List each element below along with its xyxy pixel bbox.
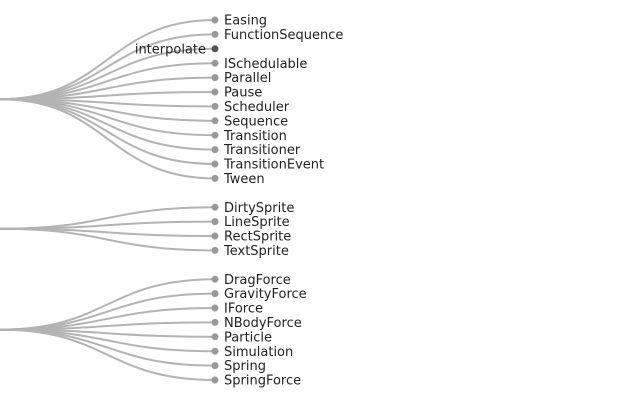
tree-node[interactable]: TransitionEvent	[211, 158, 325, 173]
leaf-node-label[interactable]: SpringForce	[224, 374, 301, 389]
leaf-node-dot[interactable]	[211, 376, 219, 384]
leaf-node-dot[interactable]	[211, 88, 219, 96]
leaf-node-dot[interactable]	[211, 146, 219, 154]
leaf-node-label[interactable]: DirtySprite	[224, 201, 294, 216]
leaf-node-label[interactable]: Particle	[224, 330, 272, 345]
leaf-node-dot[interactable]	[211, 16, 219, 24]
leaf-node-label[interactable]: TransitionEvent	[223, 158, 324, 173]
internal-node-label[interactable]: interpolate	[135, 42, 206, 57]
tree-node[interactable]: Pause	[211, 86, 263, 101]
tree-node[interactable]: IForce	[211, 302, 264, 317]
tree-node[interactable]: Scheduler	[211, 100, 290, 115]
leaf-node-dot[interactable]	[211, 102, 219, 110]
leaf-node-dot[interactable]	[211, 246, 219, 254]
tree-node[interactable]: Tween	[211, 172, 265, 187]
leaf-node-label[interactable]: Simulation	[224, 345, 293, 360]
leaf-node-dot[interactable]	[211, 218, 219, 226]
tree-node[interactable]: NBodyForce	[211, 316, 302, 331]
leaf-node-label[interactable]: Parallel	[224, 71, 271, 86]
leaf-node-label[interactable]: Pause	[224, 86, 262, 101]
leaf-node-dot[interactable]	[211, 117, 219, 125]
tree-node[interactable]: Transitioner	[211, 143, 301, 158]
leaf-node-label[interactable]: RectSprite	[224, 230, 291, 245]
leaf-node-dot[interactable]	[211, 333, 219, 341]
leaf-node-dot[interactable]	[211, 318, 219, 326]
leaf-node-dot[interactable]	[211, 290, 219, 298]
tree-node[interactable]: ISchedulable	[211, 57, 308, 72]
tree-link	[0, 321, 216, 331]
leaf-node-label[interactable]: TextSprite	[223, 244, 289, 259]
leaf-node-label[interactable]: ISchedulable	[224, 57, 307, 72]
tree-link	[0, 98, 216, 137]
leaf-node-label[interactable]: Sequence	[224, 114, 288, 129]
tree-link	[0, 328, 216, 367]
leaf-node-dot[interactable]	[211, 304, 219, 312]
tree-link	[0, 292, 216, 331]
tree-link	[0, 98, 216, 180]
leaf-node-label[interactable]: NBodyForce	[224, 316, 302, 331]
internal-node-dot[interactable]	[211, 45, 219, 53]
leaf-node-label[interactable]: Easing	[224, 14, 267, 29]
tree-node[interactable]: RectSprite	[211, 230, 292, 245]
leaf-node-dot[interactable]	[211, 74, 219, 82]
leaf-node-dot[interactable]	[211, 174, 219, 182]
tree-node[interactable]: SpringForce	[211, 374, 302, 389]
leaf-node-label[interactable]: Tween	[223, 172, 265, 187]
leaf-node-dot[interactable]	[211, 160, 219, 168]
tree-link	[0, 220, 216, 230]
tree-node[interactable]: interpolate	[135, 42, 219, 57]
leaf-node-dot[interactable]	[211, 362, 219, 370]
tree-node[interactable]: Transition	[211, 129, 287, 144]
tree-node[interactable]: GravityForce	[211, 287, 307, 302]
leaf-node-label[interactable]: IForce	[224, 302, 263, 317]
tree-node[interactable]: Sequence	[211, 114, 289, 129]
tree-link	[0, 98, 216, 165]
leaf-node-label[interactable]: LineSprite	[224, 215, 290, 230]
leaf-node-label[interactable]: Transition	[223, 129, 287, 144]
tree-link	[0, 227, 216, 252]
tree-link	[0, 328, 216, 381]
tree-links	[0, 19, 216, 381]
tree-node[interactable]: Parallel	[211, 71, 272, 86]
leaf-node-label[interactable]: DragForce	[224, 273, 291, 288]
leaf-node-label[interactable]: Spring	[224, 359, 266, 374]
leaf-node-dot[interactable]	[211, 232, 219, 240]
leaf-node-label[interactable]: GravityForce	[224, 287, 307, 302]
tree-node[interactable]: Simulation	[211, 345, 294, 360]
tree-node[interactable]: DirtySprite	[211, 201, 295, 216]
tree-node[interactable]: Particle	[211, 330, 273, 345]
leaf-node-dot[interactable]	[211, 59, 219, 67]
leaf-node-dot[interactable]	[211, 347, 219, 355]
leaf-node-dot[interactable]	[211, 203, 219, 211]
tree-link	[0, 19, 216, 101]
tree-node[interactable]: Easing	[211, 14, 268, 29]
tree-node[interactable]: DragForce	[211, 273, 291, 288]
leaf-node-dot[interactable]	[211, 131, 219, 139]
leaf-node-label[interactable]: Scheduler	[224, 100, 290, 115]
tree-node[interactable]: LineSprite	[211, 215, 290, 230]
tree-node[interactable]: FunctionSequence	[211, 28, 344, 43]
tree-link	[0, 62, 216, 101]
leaf-node-dot[interactable]	[211, 275, 219, 283]
tree-node[interactable]: Spring	[211, 359, 266, 374]
leaf-node-label[interactable]: Transitioner	[223, 143, 301, 158]
tree-node[interactable]: TextSprite	[211, 244, 289, 259]
leaf-node-label[interactable]: FunctionSequence	[224, 28, 343, 43]
leaf-node-dot[interactable]	[211, 30, 219, 38]
